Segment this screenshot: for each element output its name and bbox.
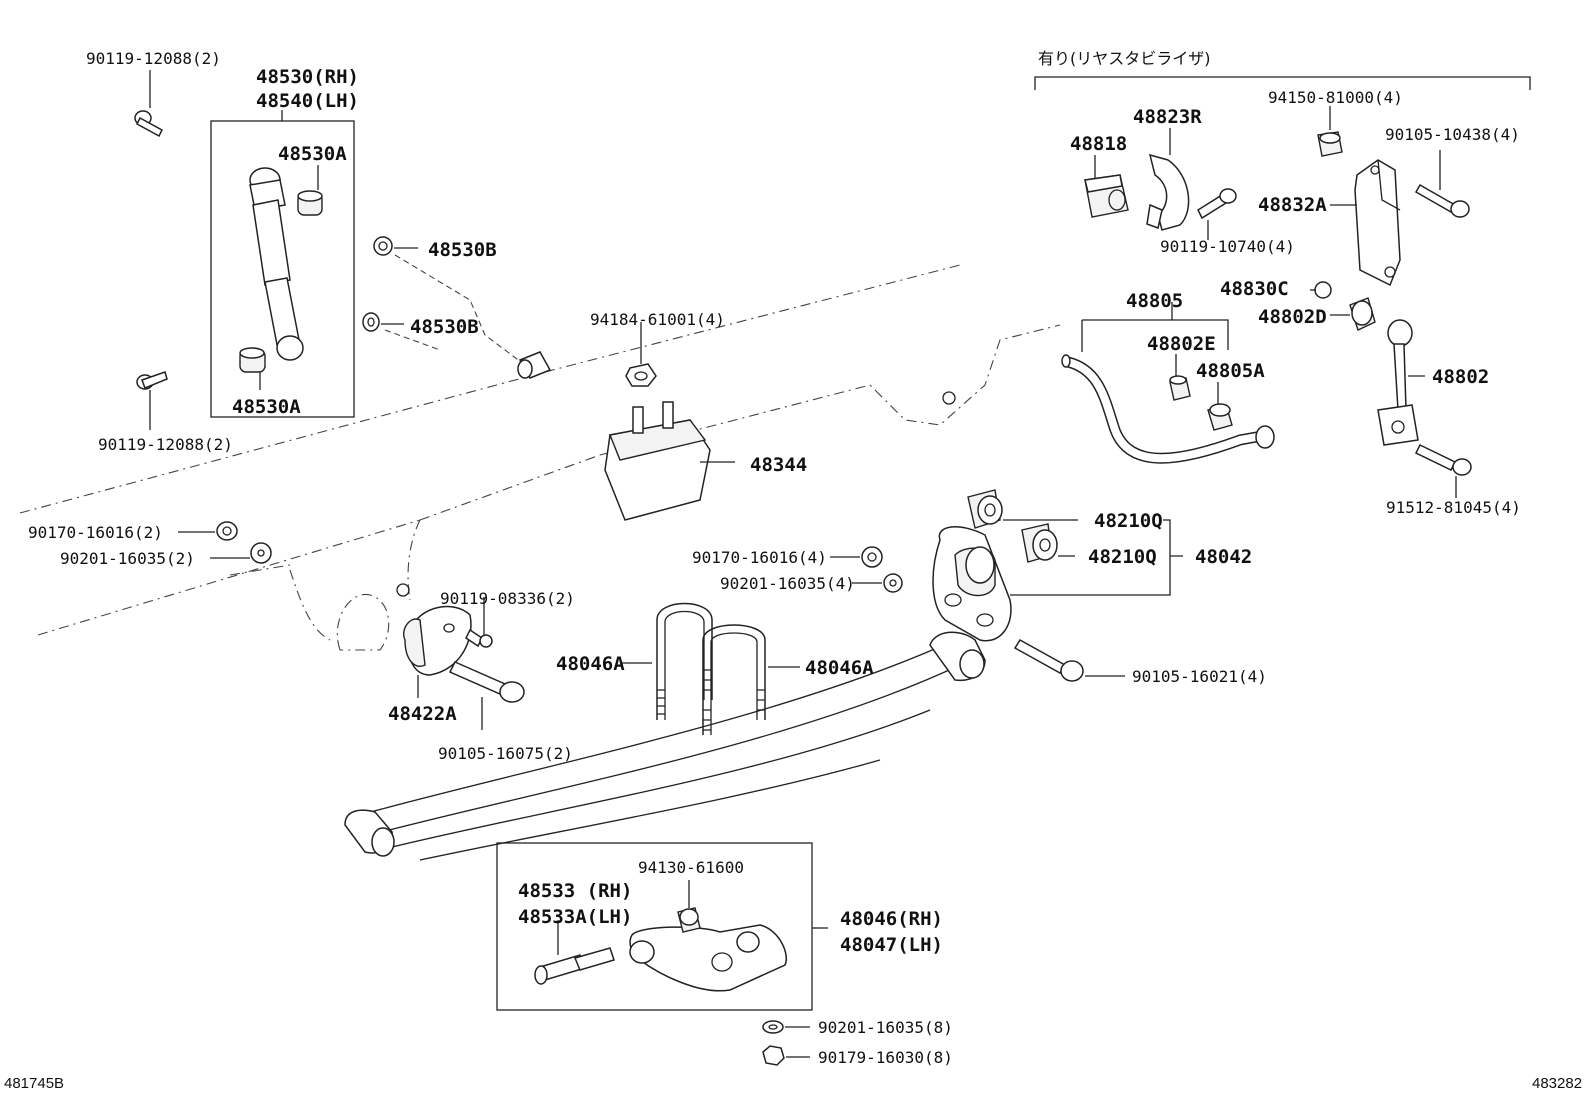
- shackle-pin-48533: [534, 920, 615, 985]
- nut-90179-16030: [762, 1045, 810, 1066]
- label-48802: 48802: [1432, 366, 1489, 388]
- washer-48530b-2: [362, 312, 404, 332]
- leaf-spring: [344, 631, 986, 861]
- label-94184-61001: 94184-61001(4): [590, 310, 725, 329]
- bushing-48805a: [1207, 382, 1233, 431]
- washer-90201-16035-bottom: [762, 1020, 810, 1034]
- bolt-90119-08336: [465, 597, 493, 648]
- bushing-94130-61600: [677, 880, 701, 933]
- label-94130-61600: 94130-61600: [638, 858, 744, 877]
- stabilizer-bar-48805: [1061, 302, 1275, 464]
- label-48540-lh: 48540(LH): [256, 90, 359, 112]
- label-90119-10740: 90119-10740(4): [1160, 237, 1295, 256]
- stabilizer-option-note: 有り(リヤスタビライザ): [1038, 49, 1211, 68]
- label-48046a-left: 48046A: [556, 653, 625, 675]
- footer-left-ref: 481745B: [4, 1075, 64, 1092]
- bolt-90105-16021: [1013, 638, 1125, 682]
- label-48046-rh: 48046(RH): [840, 908, 943, 930]
- bolt-91512-81045: [1414, 444, 1472, 498]
- bolt-90119-10740: [1197, 188, 1237, 240]
- label-48344: 48344: [750, 454, 807, 476]
- shock-absorber: [249, 167, 304, 361]
- label-90119-08336: 90119-08336(2): [440, 589, 575, 608]
- label-90105-16021: 90105-16021(4): [1132, 667, 1267, 686]
- bushing-48210q-2: [1021, 523, 1075, 563]
- label-48210q-1: 48210Q: [1094, 510, 1163, 532]
- label-91512-81045: 91512-81045(4): [1386, 498, 1521, 517]
- bushing-48210q-1: [967, 489, 1078, 529]
- nut-90170-16016-mid: [830, 546, 883, 568]
- label-48533-rh: 48533 (RH): [518, 880, 632, 902]
- bolt-90105-16075: [448, 661, 525, 730]
- stabilizer-group-bracket: [1034, 76, 1531, 90]
- shackle-48046: [629, 924, 787, 992]
- spring-bracket-48422a: [403, 605, 472, 698]
- u-bolt-48046a-right: [702, 624, 800, 735]
- label-90105-10438: 90105-10438(4): [1385, 125, 1520, 144]
- label-48210q-2: 48210Q: [1088, 546, 1157, 568]
- label-90119-12088-bottom: 90119-12088(2): [98, 435, 233, 454]
- label-48818: 48818: [1070, 133, 1127, 155]
- washer-48530b-1: [373, 236, 418, 256]
- spring-hanger-48042: [932, 526, 1012, 642]
- label-48046a-right: 48046A: [805, 657, 874, 679]
- bushing-48802e: [1169, 354, 1191, 401]
- part-labels: 90119-12088(2) 48530(RH) 48540(LH) 48530…: [4, 49, 1582, 1092]
- label-48530a-top: 48530A: [278, 143, 347, 165]
- stabilizer-link-48802: [1377, 319, 1425, 446]
- bushing-48802d: [1330, 297, 1376, 331]
- bushing-48530a-top: [297, 190, 323, 216]
- frame-outline: [19, 264, 1061, 651]
- nut-94150-81000: [1317, 106, 1343, 157]
- label-90179-16030: 90179-16030(8): [818, 1048, 953, 1067]
- label-48530b-2: 48530B: [410, 316, 479, 338]
- label-48802e: 48802E: [1147, 333, 1216, 355]
- label-90201-16035-mid: 90201-16035(4): [720, 574, 855, 593]
- label-48530b-1: 48530B: [428, 239, 497, 261]
- nut-90170-16016-left: [178, 521, 238, 541]
- u-bolt-48046a-left: [620, 602, 713, 720]
- stabilizer-bracket-48832a: [1330, 159, 1401, 287]
- label-90170-16016-left: 90170-16016(2): [28, 523, 163, 542]
- bushing-48830c: [1310, 281, 1332, 299]
- label-48422a: 48422A: [388, 703, 457, 725]
- bolt-90119-12088-top: [134, 70, 163, 138]
- label-90119-12088-top: 90119-12088(2): [86, 49, 221, 68]
- washer-90201-16035-mid: [852, 573, 903, 593]
- bump-stopper-48344: [604, 401, 735, 521]
- label-48823r: 48823R: [1133, 106, 1202, 128]
- label-90201-16035-bottom: 90201-16035(8): [818, 1018, 953, 1037]
- stabilizer-bracket-48823r: [1146, 128, 1190, 231]
- label-94150-81000: 94150-81000(4): [1268, 88, 1403, 107]
- label-48530a-bottom: 48530A: [232, 396, 301, 418]
- label-90201-16035-left: 90201-16035(2): [60, 549, 195, 568]
- label-48830c: 48830C: [1220, 278, 1289, 300]
- stabilizer-bushing-48818: [1084, 155, 1129, 218]
- washer-90201-16035-left: [210, 542, 272, 564]
- label-48832a: 48832A: [1258, 194, 1327, 216]
- label-48530-rh: 48530(RH): [256, 66, 359, 88]
- nut-94184-61001: [625, 322, 657, 387]
- label-48805a: 48805A: [1196, 360, 1265, 382]
- label-48805: 48805: [1126, 290, 1183, 312]
- label-48802d: 48802D: [1258, 306, 1327, 328]
- label-90105-16075: 90105-16075(2): [438, 744, 573, 763]
- shock-mount-pin: [517, 351, 552, 379]
- footer-right-ref: 483282: [1532, 1075, 1582, 1092]
- bushing-48530a-bottom: [239, 347, 266, 373]
- bolt-90119-12088-bottom: [136, 371, 168, 430]
- bolt-90105-10438: [1414, 150, 1470, 218]
- spring-shackle-group-box: [496, 842, 813, 1011]
- label-90170-16016-mid: 90170-16016(4): [692, 548, 827, 567]
- label-48533a-lh: 48533A(LH): [518, 906, 632, 928]
- label-48042: 48042: [1195, 546, 1252, 568]
- label-48047-lh: 48047(LH): [840, 934, 943, 956]
